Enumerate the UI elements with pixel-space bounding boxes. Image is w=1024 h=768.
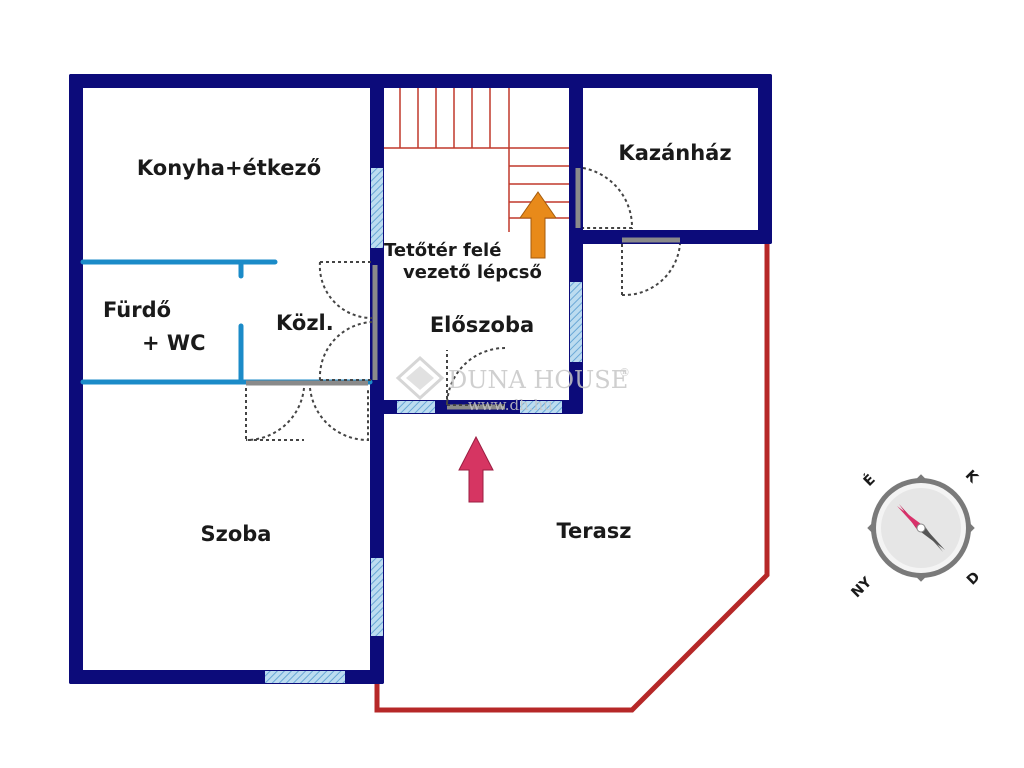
compass-label-e: K <box>962 467 982 487</box>
entrance-arrow <box>458 435 494 503</box>
compass: É K D NY <box>848 467 983 601</box>
door-leaves <box>246 168 680 410</box>
room-label-kozl: Közl. <box>276 311 334 335</box>
room-label-furdo: Fürdő <box>103 298 171 322</box>
room-label-konyha: Konyha+étkező <box>137 156 321 180</box>
watermark-mark: ® <box>619 366 630 379</box>
stairs-direction-arrow <box>519 191 557 259</box>
watermark-url: www.dh.hu <box>468 396 553 414</box>
room-label-kazanhaz: Kazánház <box>618 141 731 165</box>
watermark: DUNA HOUSE ® www.dh.hu <box>395 355 630 414</box>
door-swings <box>245 167 681 442</box>
windows <box>265 168 582 683</box>
room-label-terasz: Terasz <box>556 519 631 543</box>
room-label-wc: + WC <box>142 331 205 355</box>
room-label-szoba: Szoba <box>201 522 272 546</box>
stairs-note-line2: vezető lépcső <box>403 262 542 283</box>
watermark-brand: DUNA HOUSE <box>448 366 628 394</box>
terrace-outline <box>374 240 770 713</box>
room-label-eloszoba: Előszoba <box>430 313 534 337</box>
stairs-note-line1: Tetőtér felé <box>384 240 501 261</box>
compass-label-n: É <box>860 471 879 490</box>
compass-label-s: D <box>964 569 984 589</box>
compass-label-w: NY <box>848 574 875 601</box>
